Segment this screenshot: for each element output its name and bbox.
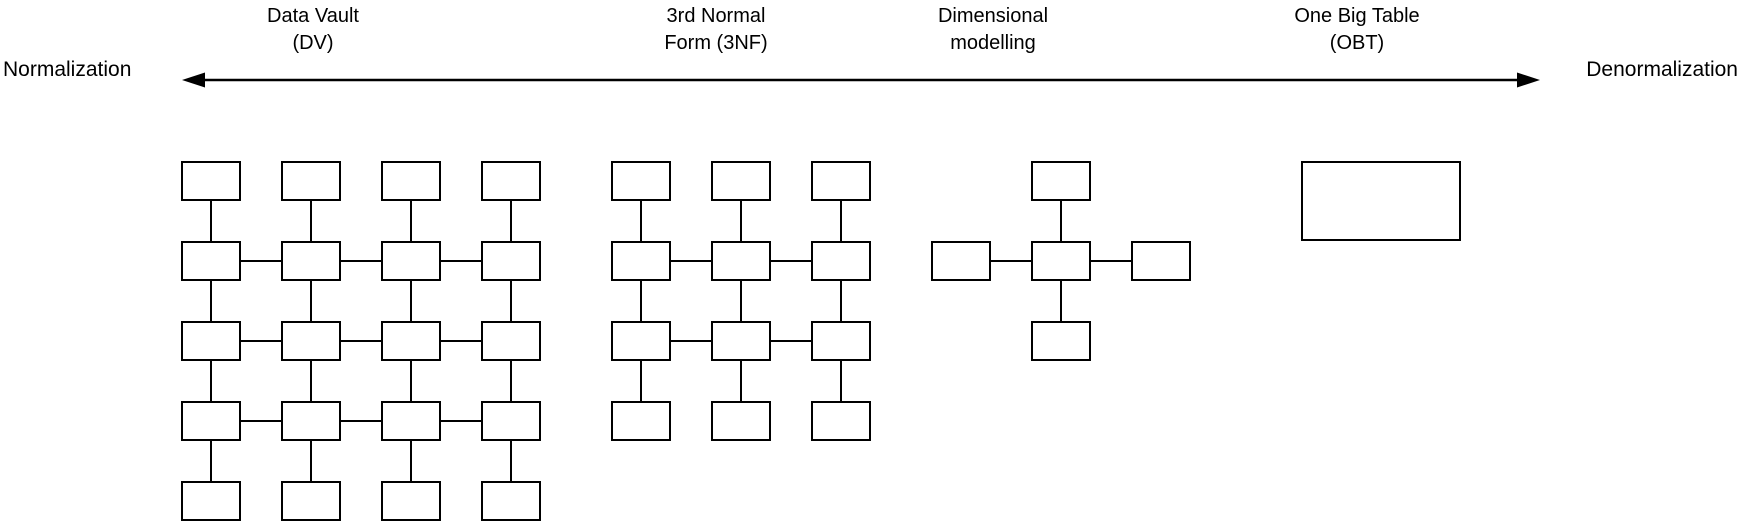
3nf-schema-connector <box>740 201 742 241</box>
method-label-line: modelling <box>950 32 1036 54</box>
data-vault-schema-connector <box>310 361 312 401</box>
data-vault-schema-connector <box>210 441 212 481</box>
axis-left-label: Normalization <box>3 58 132 81</box>
data-vault-schema-connector <box>241 420 281 422</box>
data-vault-schema-connector <box>410 361 412 401</box>
data-vault-schema-table-box <box>381 161 441 201</box>
dimensional-schema-connector <box>1091 260 1131 262</box>
3nf-schema-connector <box>640 361 642 401</box>
3nf-schema-connector <box>640 281 642 321</box>
3nf-schema-table-box <box>711 401 771 441</box>
3nf-schema-connector <box>640 201 642 241</box>
method-label-data-vault: Data Vault (DV) <box>203 3 423 57</box>
data-vault-schema-connector <box>210 201 212 241</box>
3nf-schema-connector <box>671 340 711 342</box>
3nf-schema-table-box <box>811 161 871 201</box>
method-label-line: Data Vault <box>267 5 359 27</box>
dimensional-schema-table-box <box>1131 241 1191 281</box>
3nf-schema-table-box <box>711 161 771 201</box>
data-vault-schema-connector <box>310 201 312 241</box>
data-vault-schema-connector <box>341 260 381 262</box>
3nf-schema-connector <box>840 361 842 401</box>
data-vault-schema-table-box <box>381 321 441 361</box>
data-vault-schema-table-box <box>281 401 341 441</box>
data-vault-schema-table-box <box>381 241 441 281</box>
3nf-schema-table-box <box>711 241 771 281</box>
data-vault-schema-connector <box>441 340 481 342</box>
dimensional-schema-table-box <box>931 241 991 281</box>
data-vault-schema-connector <box>210 361 212 401</box>
dimensional-schema-table-box <box>1031 321 1091 361</box>
dimensional-schema-table-box <box>1031 241 1091 281</box>
data-vault-schema-table-box <box>181 161 241 201</box>
data-vault-schema-connector <box>310 441 312 481</box>
3nf-schema-table-box <box>811 321 871 361</box>
data-vault-schema-table-box <box>281 161 341 201</box>
3nf-schema-connector <box>771 340 811 342</box>
data-vault-schema-table-box <box>181 321 241 361</box>
method-label-line: Form (3NF) <box>664 32 768 54</box>
data-vault-schema-table-box <box>281 241 341 281</box>
data-vault-schema-connector <box>241 340 281 342</box>
method-label-dimensional: Dimensional modelling <box>883 3 1103 57</box>
data-vault-schema-connector <box>410 201 412 241</box>
data-vault-schema-connector <box>510 201 512 241</box>
data-vault-schema-table-box <box>281 481 341 521</box>
dimensional-schema-table-box <box>1031 161 1091 201</box>
3nf-schema-table-box <box>711 321 771 361</box>
method-label-line: One Big Table <box>1294 5 1420 27</box>
dimensional-schema-connector <box>991 260 1031 262</box>
data-vault-schema-table-box <box>181 481 241 521</box>
3nf-schema-table-box <box>611 161 671 201</box>
3nf-schema-connector <box>840 281 842 321</box>
data-vault-schema-table-box <box>481 321 541 361</box>
dimensional-schema-connector <box>1060 281 1062 321</box>
data-vault-schema-table-box <box>281 321 341 361</box>
data-vault-schema-table-box <box>481 161 541 201</box>
data-vault-schema-table-box <box>381 401 441 441</box>
data-vault-schema-connector <box>341 420 381 422</box>
data-vault-schema-connector <box>441 420 481 422</box>
method-label-3nf: 3rd Normal Form (3NF) <box>606 3 826 57</box>
method-label-line: (DV) <box>292 32 334 54</box>
axis-right-label: Denormalization <box>1586 58 1738 81</box>
data-vault-schema-table-box <box>481 481 541 521</box>
3nf-schema-connector <box>671 260 711 262</box>
data-vault-schema-table-box <box>181 401 241 441</box>
data-vault-schema-connector <box>510 361 512 401</box>
data-vault-schema-connector <box>510 281 512 321</box>
3nf-schema-table-box <box>611 401 671 441</box>
3nf-schema-table-box <box>611 321 671 361</box>
3nf-schema-table-box <box>811 241 871 281</box>
3nf-schema-table-box <box>611 241 671 281</box>
3nf-schema-connector <box>771 260 811 262</box>
3nf-schema-connector <box>740 281 742 321</box>
data-vault-schema-table-box <box>381 481 441 521</box>
data-vault-schema-connector <box>210 281 212 321</box>
data-vault-schema-connector <box>410 281 412 321</box>
3nf-schema-connector <box>740 361 742 401</box>
data-vault-schema-connector <box>510 441 512 481</box>
method-label-line: Dimensional <box>937 5 1049 27</box>
3nf-schema-connector <box>840 201 842 241</box>
dimensional-schema-connector <box>1060 201 1062 241</box>
method-label-obt: One Big Table (OBT) <box>1247 3 1467 57</box>
data-vault-schema-table-box <box>481 241 541 281</box>
method-label-line: (OBT) <box>1329 32 1385 54</box>
3nf-schema-table-box <box>811 401 871 441</box>
data-vault-schema-connector <box>241 260 281 262</box>
data-vault-schema-connector <box>410 441 412 481</box>
data-vault-schema-table-box <box>481 401 541 441</box>
method-label-line: 3rd Normal <box>666 5 766 27</box>
data-vault-schema-connector <box>341 340 381 342</box>
data-vault-schema-table-box <box>181 241 241 281</box>
obt-schema-table-box <box>1301 161 1461 241</box>
data-vault-schema-connector <box>441 260 481 262</box>
data-vault-schema-connector <box>310 281 312 321</box>
